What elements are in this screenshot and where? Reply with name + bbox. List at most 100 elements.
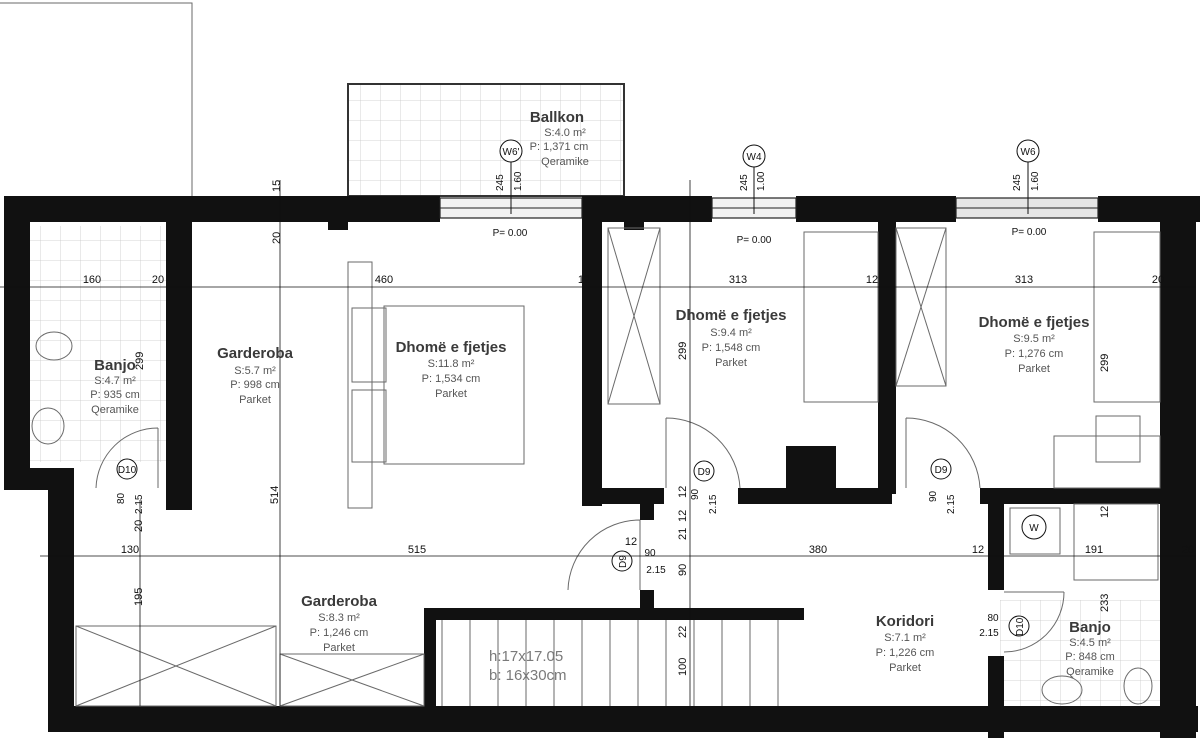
svg-text:Parket: Parket	[715, 357, 747, 369]
svg-text:P: 1,548 cm: P: 1,548 cm	[702, 342, 761, 354]
svg-text:Dhomë e fjetjes: Dhomë e fjetjes	[676, 307, 787, 324]
svg-text:233: 233	[1099, 594, 1111, 612]
svg-text:515: 515	[408, 544, 426, 556]
svg-text:12: 12	[866, 274, 878, 286]
terrace-outline	[0, 2, 193, 196]
svg-text:90: 90	[690, 488, 701, 500]
svg-text:20: 20	[1182, 544, 1194, 556]
svg-text:245: 245	[1012, 174, 1023, 191]
svg-text:Dhomë e fjetjes: Dhomë e fjetjes	[396, 339, 507, 356]
svg-text:2.15: 2.15	[646, 565, 666, 576]
svg-text:P: 1,534 cm: P: 1,534 cm	[422, 373, 481, 385]
door-d10-right: D10 80 2.15	[979, 591, 1065, 653]
svg-text:2.15: 2.15	[134, 494, 145, 514]
svg-text:90: 90	[644, 548, 656, 559]
svg-text:2.15: 2.15	[946, 494, 957, 514]
svg-text:313: 313	[729, 274, 747, 286]
svg-text:12: 12	[677, 510, 689, 522]
svg-text:P: 1,246 cm: P: 1,246 cm	[310, 627, 369, 639]
svg-text:12: 12	[677, 486, 689, 498]
room-garderoba-bottom: Garderoba S:8.3 m² P: 1,246 cm Parket	[301, 593, 378, 654]
svg-text:12: 12	[972, 544, 984, 556]
svg-text:P: 998 cm: P: 998 cm	[230, 379, 280, 391]
svg-text:P: 1,226 cm: P: 1,226 cm	[876, 647, 935, 659]
svg-text:P= 0.00: P= 0.00	[493, 228, 528, 239]
svg-text:Koridori: Koridori	[876, 613, 934, 630]
svg-text:20: 20	[133, 520, 145, 532]
room-ballkon: Ballkon S:4.0 m² P: 1,371 cm Qeramike	[530, 109, 589, 168]
svg-text:1.60: 1.60	[513, 171, 524, 191]
svg-text:Qeramike: Qeramike	[1066, 666, 1114, 678]
svg-text:130: 130	[121, 544, 139, 556]
window-tag-w4: W4 1.00 245 P= 0.00	[737, 144, 772, 246]
furniture	[31, 227, 1161, 707]
svg-text:W4: W4	[747, 152, 762, 163]
room-banjo-right: Banjo S:4.5 m² P: 848 cm Qeramike	[1065, 619, 1115, 678]
svg-text:1.60: 1.60	[1030, 171, 1041, 191]
svg-text:P= 0.00: P= 0.00	[737, 235, 772, 246]
svg-text:460: 460	[375, 274, 393, 286]
svg-text:2.15: 2.15	[708, 494, 719, 514]
svg-text:20: 20	[1152, 274, 1164, 286]
room-koridori: Koridori S:7.1 m² P: 1,226 cm Parket	[876, 613, 935, 674]
svg-text:160: 160	[83, 274, 101, 286]
svg-text:S:4.0 m²: S:4.0 m²	[544, 127, 586, 139]
dimension-lines	[0, 180, 1196, 706]
room-banjo-left: Banjo S:4.7 m² P: 935 cm Qeramike	[90, 357, 140, 416]
svg-text:S:7.1 m²: S:7.1 m²	[884, 632, 926, 644]
svg-text:P: 848 cm: P: 848 cm	[1065, 651, 1115, 663]
svg-text:191: 191	[1085, 544, 1103, 556]
svg-text:15: 15	[271, 180, 283, 192]
stair: h:17x17.05 b: 16x30cm	[441, 620, 779, 706]
dimensions-top-row: 160 20 460 12 313 12 313 20	[83, 274, 1164, 286]
svg-text:514: 514	[269, 486, 281, 504]
svg-text:20: 20	[152, 274, 164, 286]
svg-text:S:9.5 m²: S:9.5 m²	[1013, 333, 1055, 345]
svg-text:21: 21	[677, 528, 689, 540]
svg-text:Garderoba: Garderoba	[301, 593, 378, 610]
svg-text:12: 12	[625, 536, 637, 548]
svg-text:S:4.5 m²: S:4.5 m²	[1069, 637, 1111, 649]
door-d9-right: D9 90 2.15	[905, 417, 981, 514]
svg-text:20: 20	[271, 232, 283, 244]
svg-text:S:4.7 m²: S:4.7 m²	[94, 375, 136, 387]
svg-text:Garderoba: Garderoba	[217, 345, 294, 362]
room-bedroom-main: Dhomë e fjetjes S:11.8 m² P: 1,534 cm Pa…	[396, 339, 507, 400]
window-frames	[439, 197, 1099, 219]
svg-text:Parket: Parket	[239, 394, 271, 406]
svg-text:D9: D9	[618, 555, 629, 568]
svg-text:D9: D9	[698, 467, 711, 478]
svg-text:D10: D10	[118, 465, 137, 476]
svg-text:Parket: Parket	[889, 662, 921, 674]
svg-text:Dhomë e fjetjes: Dhomë e fjetjes	[979, 314, 1090, 331]
svg-text:b: 16x30cm: b: 16x30cm	[489, 667, 567, 684]
svg-text:380: 380	[809, 544, 827, 556]
svg-text:2.15: 2.15	[979, 628, 999, 639]
svg-text:12: 12	[1099, 506, 1111, 518]
svg-text:299: 299	[134, 352, 146, 370]
svg-text:313: 313	[1015, 274, 1033, 286]
washer: W	[1021, 514, 1047, 540]
svg-text:22: 22	[677, 626, 689, 638]
svg-text:299: 299	[677, 342, 689, 360]
svg-text:Ballkon: Ballkon	[530, 109, 584, 126]
svg-text:h:17x17.05: h:17x17.05	[489, 648, 563, 665]
svg-text:W6': W6'	[503, 147, 520, 158]
svg-text:D10: D10	[1015, 617, 1026, 636]
svg-text:S:8.3 m²: S:8.3 m²	[318, 612, 360, 624]
balcony-tiles	[347, 83, 625, 197]
svg-text:S:11.8 m²: S:11.8 m²	[428, 358, 475, 370]
svg-text:90: 90	[677, 564, 689, 576]
svg-text:Banjo: Banjo	[94, 357, 136, 374]
svg-text:S:9.4 m²: S:9.4 m²	[710, 327, 752, 339]
room-garderoba-top: Garderoba S:5.7 m² P: 998 cm Parket	[217, 345, 294, 406]
svg-text:195: 195	[133, 588, 145, 606]
svg-text:299: 299	[1099, 354, 1111, 372]
svg-text:P: 1,371 cm: P: 1,371 cm	[530, 141, 589, 153]
svg-text:W: W	[1029, 523, 1039, 534]
bathroom-left-tiles	[30, 226, 166, 462]
svg-text:1.00: 1.00	[756, 171, 767, 191]
svg-text:12: 12	[578, 274, 590, 286]
svg-text:Qeramike: Qeramike	[541, 156, 589, 168]
